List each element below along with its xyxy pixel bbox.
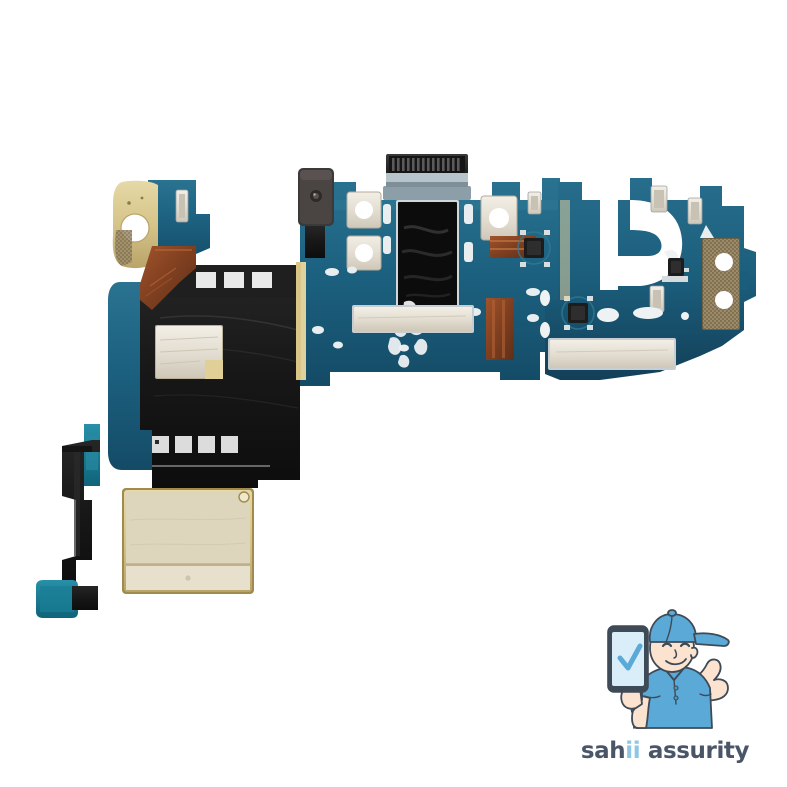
- camera-sensor-module: [298, 168, 334, 258]
- solder-pads-center: [312, 204, 540, 352]
- brand-text-part-2: ii: [625, 738, 641, 764]
- screw-mount-pads: [346, 191, 518, 271]
- volume-button-flex-tail: [36, 424, 100, 618]
- brand-wordmark: sahii assurity: [560, 738, 770, 764]
- brand-text-part-1: sah: [580, 738, 626, 764]
- gold-contact-pad-left: [112, 180, 158, 269]
- technician-mascot-illustration: [607, 609, 730, 729]
- ic-shield-window: [396, 200, 459, 310]
- copper-trace-bridge-left: [140, 246, 196, 310]
- silver-shield-pad-left: [155, 325, 223, 379]
- polyimide-stiffener: [296, 200, 570, 380]
- watermark-logo: sahii assurity: [560, 600, 770, 780]
- usb-c-connector: [383, 154, 471, 200]
- right-lobe-components: [540, 185, 748, 370]
- brand-text-part-3: assurity: [640, 738, 750, 764]
- large-gold-shield-plate: [122, 488, 254, 594]
- silver-antenna-contact-center: [352, 305, 474, 333]
- ic-cluster-center-right: [517, 191, 551, 267]
